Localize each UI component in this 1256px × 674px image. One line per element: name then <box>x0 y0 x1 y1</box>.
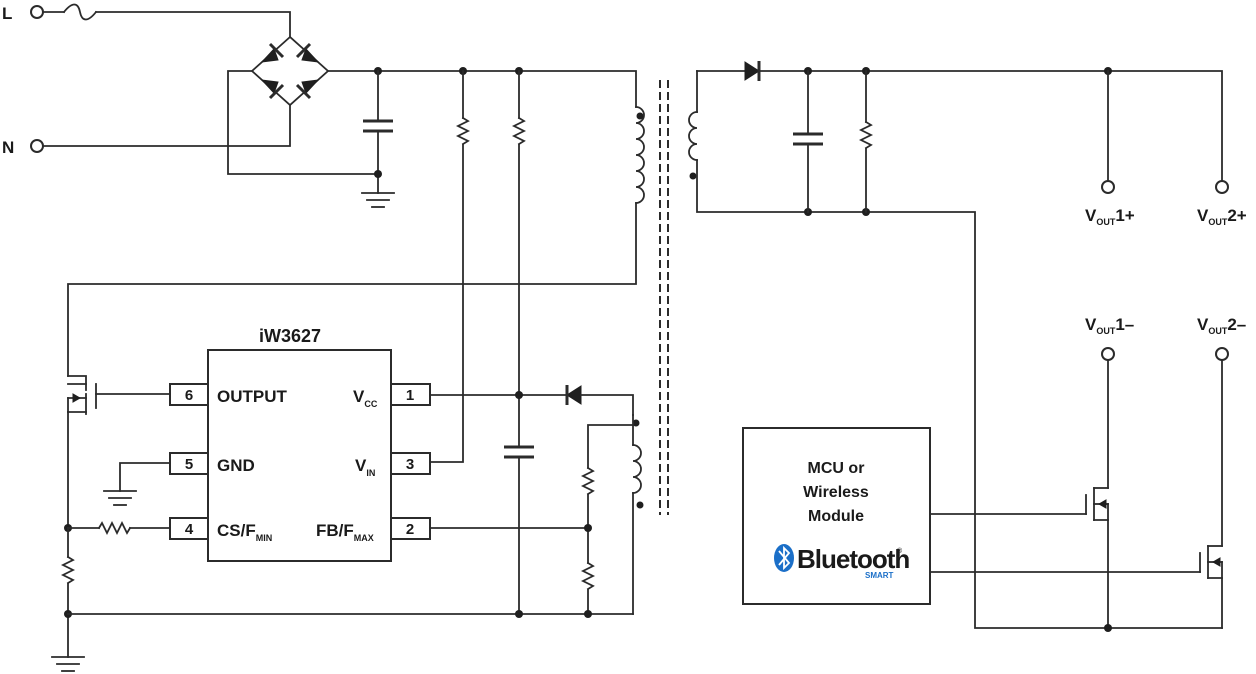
vout1-positive-terminal <box>1101 180 1115 194</box>
mcu-line-1: MCU or <box>808 460 865 477</box>
junction <box>374 170 382 178</box>
dc-bus <box>327 70 637 108</box>
vout2-negative-label: VOUT2– <box>1197 315 1246 336</box>
fuse <box>42 3 291 38</box>
cs-series-resistor <box>67 520 171 536</box>
bluetooth-logo-text: Bluetooth <box>797 544 909 574</box>
neutral-input-label: N <box>2 138 14 157</box>
line-input-label: L <box>2 4 12 23</box>
ground-symbol <box>361 192 395 208</box>
primary-ground <box>51 656 85 672</box>
pin-3-box <box>390 452 431 475</box>
registered-mark: ® <box>897 547 903 555</box>
fb-divider-top-wire <box>587 424 634 469</box>
bluetooth-icon <box>774 544 794 572</box>
vcc-startup-resistor <box>511 70 527 448</box>
fb-divider-lower-resistor <box>580 561 596 615</box>
auxiliary-winding <box>632 414 644 615</box>
vout2-negative-terminal <box>1215 347 1229 361</box>
mcu-line-3: Module <box>808 508 864 525</box>
pin-4-number: 4 <box>185 521 194 538</box>
transformer-core <box>659 80 669 515</box>
vin-resistor <box>429 70 471 463</box>
pin-2-name: FB/FMAX <box>316 521 374 543</box>
vcc-capacitor <box>504 445 534 615</box>
svg-text:VOUT1+: VOUT1+ <box>1085 206 1135 227</box>
load-switch-mosfet-1 <box>1085 487 1109 629</box>
transformer-primary <box>67 106 645 377</box>
primary-mosfet <box>67 375 171 529</box>
ic-ground <box>103 462 171 506</box>
vout1-positive-label: VOUT1+ <box>1085 206 1135 227</box>
load-switch-mosfet-2 <box>1199 545 1223 629</box>
output-capacitor <box>793 70 823 213</box>
bridge-rectifier <box>250 35 330 107</box>
pin-2-number: 2 <box>406 521 414 538</box>
mcu-wireless-module: MCU or Wireless Module Bluetooth ® SMART <box>742 427 931 605</box>
junction <box>584 610 592 618</box>
vout2-positive-label: VOUT2+ <box>1197 206 1247 227</box>
junction <box>515 391 523 399</box>
pin-1-number: 1 <box>406 387 414 404</box>
svg-text:VOUT2+: VOUT2+ <box>1197 206 1247 227</box>
pin-6-name: OUTPUT <box>217 387 288 406</box>
pin-3-number: 3 <box>406 456 414 473</box>
vcc-aux-diode <box>565 385 634 416</box>
output-rectifier-diode <box>696 61 1223 182</box>
bulk-capacitor <box>363 70 393 194</box>
neutral-wire <box>42 104 291 147</box>
svg-text:VOUT1–: VOUT1– <box>1085 315 1134 336</box>
vout1-negative-label: VOUT1– <box>1085 315 1134 336</box>
output-load-resistor <box>858 70 874 213</box>
ic-part-number: iW3627 <box>259 326 321 346</box>
pin-5-number: 5 <box>185 456 193 473</box>
transformer-secondary <box>688 70 1223 629</box>
bridge-negative-wire <box>227 70 379 175</box>
pin-1-name: VCC <box>353 387 378 409</box>
junction <box>1104 624 1112 632</box>
junction <box>515 610 523 618</box>
pin-5-name: GND <box>217 456 255 475</box>
svg-text:VOUT2–: VOUT2– <box>1197 315 1246 336</box>
pin-6-number: 6 <box>185 387 193 404</box>
fb-divider-upper-resistor <box>580 466 596 564</box>
vout1-negative-terminal <box>1101 347 1115 361</box>
controller-ic: iW3627 6 OUTPUT 5 GND 4 CS/FMIN 1 VCC 3 … <box>169 326 431 562</box>
line-terminal <box>30 5 44 19</box>
bluetooth-smart-text: SMART <box>865 571 894 580</box>
mcu-line-2: Wireless <box>803 484 869 501</box>
pin-4-name: CS/FMIN <box>217 521 272 543</box>
pin-3-name: VIN <box>355 456 375 478</box>
vout2-positive-terminal <box>1215 180 1229 194</box>
junction <box>584 524 592 532</box>
current-sense-resistor <box>60 527 76 658</box>
neutral-terminal <box>30 139 44 153</box>
